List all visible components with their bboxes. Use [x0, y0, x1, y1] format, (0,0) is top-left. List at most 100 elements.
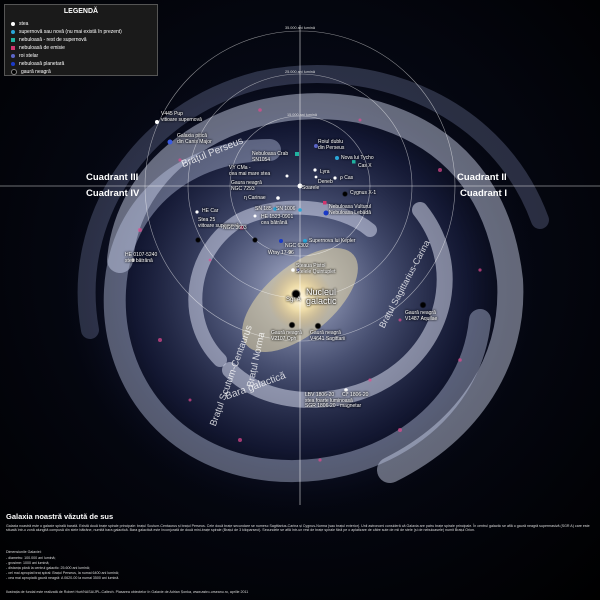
legend-item-cluster: roi stelar — [11, 53, 38, 59]
emission-regions — [138, 108, 482, 462]
label-sn185: SN 185 — [255, 206, 272, 212]
star-deneb — [313, 168, 317, 172]
legend-swatch — [11, 46, 15, 50]
supernova-sn185 — [273, 207, 277, 211]
label-he1523: HE 1523-0901 cea bătrână — [261, 214, 294, 226]
ring-label-25000: 25.000 ani lumină — [285, 70, 315, 74]
label-v4641: Gaură neagră V4641 Sagittarii — [310, 330, 346, 342]
star-soare — [297, 183, 303, 189]
legend-item-star: stea — [11, 21, 28, 27]
black-hole-ngc — [252, 237, 258, 243]
star-vycma — [285, 174, 289, 178]
quadrant-iii-label: Cuadrant III — [86, 172, 139, 183]
nebula-cas — [352, 160, 356, 164]
label-deneb: Deneb — [318, 179, 333, 185]
dimensions-title: Dimensiunile Galaxiei: — [6, 550, 42, 554]
black-holes — [195, 191, 427, 330]
legend-item-planetary: nebuloasă planetară — [11, 61, 64, 67]
label-ngc6302: NGC 6302 — [285, 243, 309, 249]
dimension-line: - diametru: 100.000 ani lumină; — [6, 556, 56, 560]
label-vulturul: Nebuloasa Vulturul Nebuloasa Lebădă — [329, 204, 372, 216]
label-double-cluster: Roiul dublu din Perseus — [318, 139, 345, 151]
clusters — [296, 144, 318, 272]
quadrant-ii-label: Cuadrant II — [457, 172, 507, 183]
label-v2107: Gaură neagră V2107 Oph — [271, 330, 302, 342]
label-lyra: Lyra — [320, 169, 330, 175]
legend-swatch — [11, 54, 15, 58]
cluster-quintuplet — [296, 268, 300, 272]
legend-item-emission: nebuloasă de emisie — [11, 45, 65, 51]
ring-label-15000: 15.000 ani lumină — [287, 113, 317, 117]
quadrant-iv-label: Cuadrant IV — [86, 188, 140, 199]
star-v445 — [155, 120, 159, 124]
label-sgr-a: Sgr A — [286, 297, 301, 303]
label-crab: Nebuloasa Crab SN1054 — [252, 151, 289, 163]
supernovae — [273, 156, 339, 243]
caption-body: Galaxia noastră este o galaxie spirală b… — [6, 524, 590, 533]
star-he1523 — [253, 214, 257, 218]
label-canis-major: Galaxia pitică din Canis Major — [177, 133, 212, 145]
dimension-line: - distanța până la centrul galactic: 25.… — [6, 566, 90, 570]
black-hole-v2107 — [288, 321, 296, 329]
legend-box: LEGENDĂ stea supernovă sau novă (nu mai … — [4, 4, 158, 76]
label-tycho: Nova lui Tycho — [341, 155, 374, 161]
arm-perseus-path — [107, 93, 524, 483]
quadrant-i-label: Cuadrant I — [460, 188, 507, 199]
label-rho-cas: ρ Cas — [340, 175, 354, 181]
label-ngc3603: NGC 3603 — [223, 225, 247, 231]
legend-title: LEGENDĂ — [63, 8, 99, 15]
label-he-car: HE Car — [202, 208, 219, 214]
label-cl1806: Cl* 1806-20 — [342, 392, 369, 398]
legend-swatch — [11, 62, 15, 66]
star-hecar — [195, 210, 199, 214]
label-cas-x: Cas X — [358, 163, 372, 169]
ring-label-35000: 35.000 ani lumină — [285, 26, 315, 30]
label-lbv: LBV 1806-20 stea foarte luminoasă SGR 18… — [305, 392, 362, 409]
supernova-kepler — [303, 239, 307, 243]
arm-sagittarius-path — [222, 202, 453, 408]
label-cygnus-x1: Cygnus X-1 — [350, 190, 377, 196]
black-hole-v4641 — [314, 322, 322, 330]
black-hole-v1487 — [419, 301, 427, 309]
label-star25: Stea 25 viitoare supernovă — [198, 217, 239, 229]
label-sn1006: SN 1006 — [276, 206, 296, 212]
nebula-ngc3603 — [240, 226, 244, 230]
nebula-vulturul — [323, 201, 327, 205]
supernova-sn1006 — [298, 208, 302, 212]
arm-norma-path — [188, 200, 377, 367]
label-ngc7293: Gaura neagră NGC 7293 — [231, 180, 262, 192]
black-hole-cygnus — [342, 191, 348, 197]
planetary-canis — [167, 139, 173, 145]
label-vy-cma: VY CMa - cea mai mare stea — [229, 165, 271, 177]
legend-swatch — [11, 22, 15, 26]
stars — [131, 120, 348, 392]
label-v1487: Gaură neagră V1487 Aquilae — [405, 310, 438, 322]
legend-item-supernova: supernovă sau novă (nu mai există în pre… — [11, 29, 122, 35]
star-lbv — [344, 388, 348, 392]
star-lyra — [314, 175, 318, 179]
label-v445: V445 Pup vitioare supernovă — [161, 111, 202, 123]
black-hole-a — [195, 237, 201, 243]
label-soare: Soarele — [302, 185, 320, 191]
planetary-cygnus — [323, 210, 329, 216]
star-pistol — [291, 268, 295, 272]
caption-title: Galaxia noastră văzută de sus — [6, 512, 114, 521]
dimension-line: - grosime: 1000 ani lumină; — [6, 561, 50, 565]
label-eta-carinae: η Carinae — [244, 195, 266, 201]
dimension-line: - cea mai apropiată gaură neagră: A 0620… — [6, 576, 120, 580]
star-pcas — [333, 176, 337, 180]
arm-scutum-path — [103, 139, 491, 483]
label-pistol: Steaua Pistol Stelele Quintuplet — [296, 263, 336, 275]
spiral-arms — [77, 65, 549, 483]
planetary-ngc6302 — [279, 239, 283, 243]
legend-item-blackhole: gaură neagră — [11, 69, 51, 75]
label-wray: Wray 17-96 — [268, 250, 294, 256]
planetary-nebulae — [167, 139, 329, 243]
label-kepler: Supernova lui Kepler — [309, 238, 356, 244]
black-hole-sgr-a — [291, 289, 301, 299]
arm-outer-path — [77, 65, 549, 339]
credit-line: Ilustrația de fundal este realizată de R… — [6, 590, 249, 594]
legend-swatch — [11, 69, 17, 75]
